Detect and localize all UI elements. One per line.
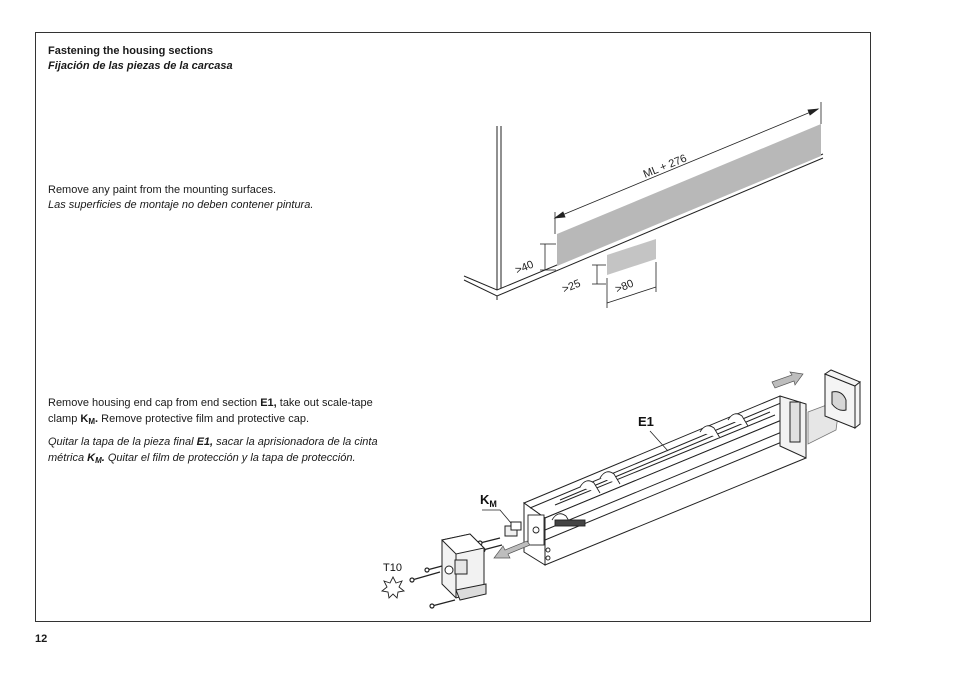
- torx-icon: [380, 575, 406, 599]
- step2-es-text4: Quitar el film de protección y la tapa d…: [104, 452, 356, 464]
- housing-extrusion: [522, 395, 808, 566]
- page-number: 12: [35, 633, 48, 645]
- housing-end-cap: [440, 533, 487, 601]
- step2-en-e1: E1,: [260, 397, 277, 409]
- step1-en: Remove any paint from the mounting surfa…: [48, 184, 277, 196]
- step2-es-k-sub: M: [95, 456, 102, 465]
- housing-clips: [551, 413, 749, 527]
- label-t10: T10: [383, 562, 402, 574]
- step2-es-text2: sacar la aprisionadora de la cinta: [213, 436, 378, 448]
- step2-es-text1: Quitar la tapa de la pieza final: [48, 436, 197, 448]
- housing-end-face: [779, 395, 807, 459]
- label-e1-leader: [649, 430, 669, 452]
- step2-es-e1: E1,: [196, 436, 214, 448]
- step2-es-k-dot: .: [101, 452, 105, 464]
- step2-en-k-sub: M: [88, 417, 96, 426]
- label-km-sub: M: [489, 499, 497, 509]
- end-section-face: [527, 514, 586, 561]
- step2-es-line2: métrica KM. Quitar el film de protección…: [48, 450, 356, 469]
- step2-en-text3: clamp: [48, 413, 81, 425]
- step2-en-text4: Remove protective film and protective ca…: [98, 413, 310, 425]
- page-frame: [35, 32, 871, 622]
- mounting-area-small: [607, 239, 656, 275]
- step2-es-line1: Quitar la tapa de la pieza final E1, sac…: [48, 434, 378, 450]
- label-e1: E1: [638, 414, 654, 429]
- dim-small-width-line: [606, 262, 657, 308]
- step2-en-k: K: [80, 413, 89, 425]
- protective-cap: [823, 369, 861, 430]
- remove-cap-arrow: [771, 371, 804, 389]
- label-km: KM: [480, 492, 497, 509]
- heading-en: Fastening the housing sections: [48, 45, 214, 57]
- label-km-main: K: [480, 492, 490, 507]
- step2-en-text2: take out scale-tape: [276, 397, 373, 409]
- step2-en-text1: Remove housing end cap from end section: [48, 397, 261, 409]
- dim-length-line: [553, 102, 822, 234]
- heading-es: Fijación de las piezas de la carcasa: [48, 60, 233, 72]
- dim-small-height-line: [592, 264, 606, 285]
- scale-tape-clamp: [504, 521, 522, 537]
- step2-en-line1: Remove housing end cap from end section …: [48, 395, 373, 411]
- step2-es-k: K: [87, 452, 96, 464]
- dim-height-line: [540, 243, 556, 271]
- end-cap-screws: [409, 565, 456, 609]
- step1-es: Las superficies de montaje no deben cont…: [48, 199, 314, 211]
- mounting-area-main: [557, 124, 821, 266]
- remove-clamp-arrow: [493, 540, 531, 559]
- step2-en-k-dot: .: [95, 413, 99, 425]
- step2-en-line2: clamp KM. Remove protective film and pro…: [48, 411, 309, 430]
- step2-es-text3: métrica: [48, 452, 88, 464]
- label-km-leader: [482, 509, 512, 524]
